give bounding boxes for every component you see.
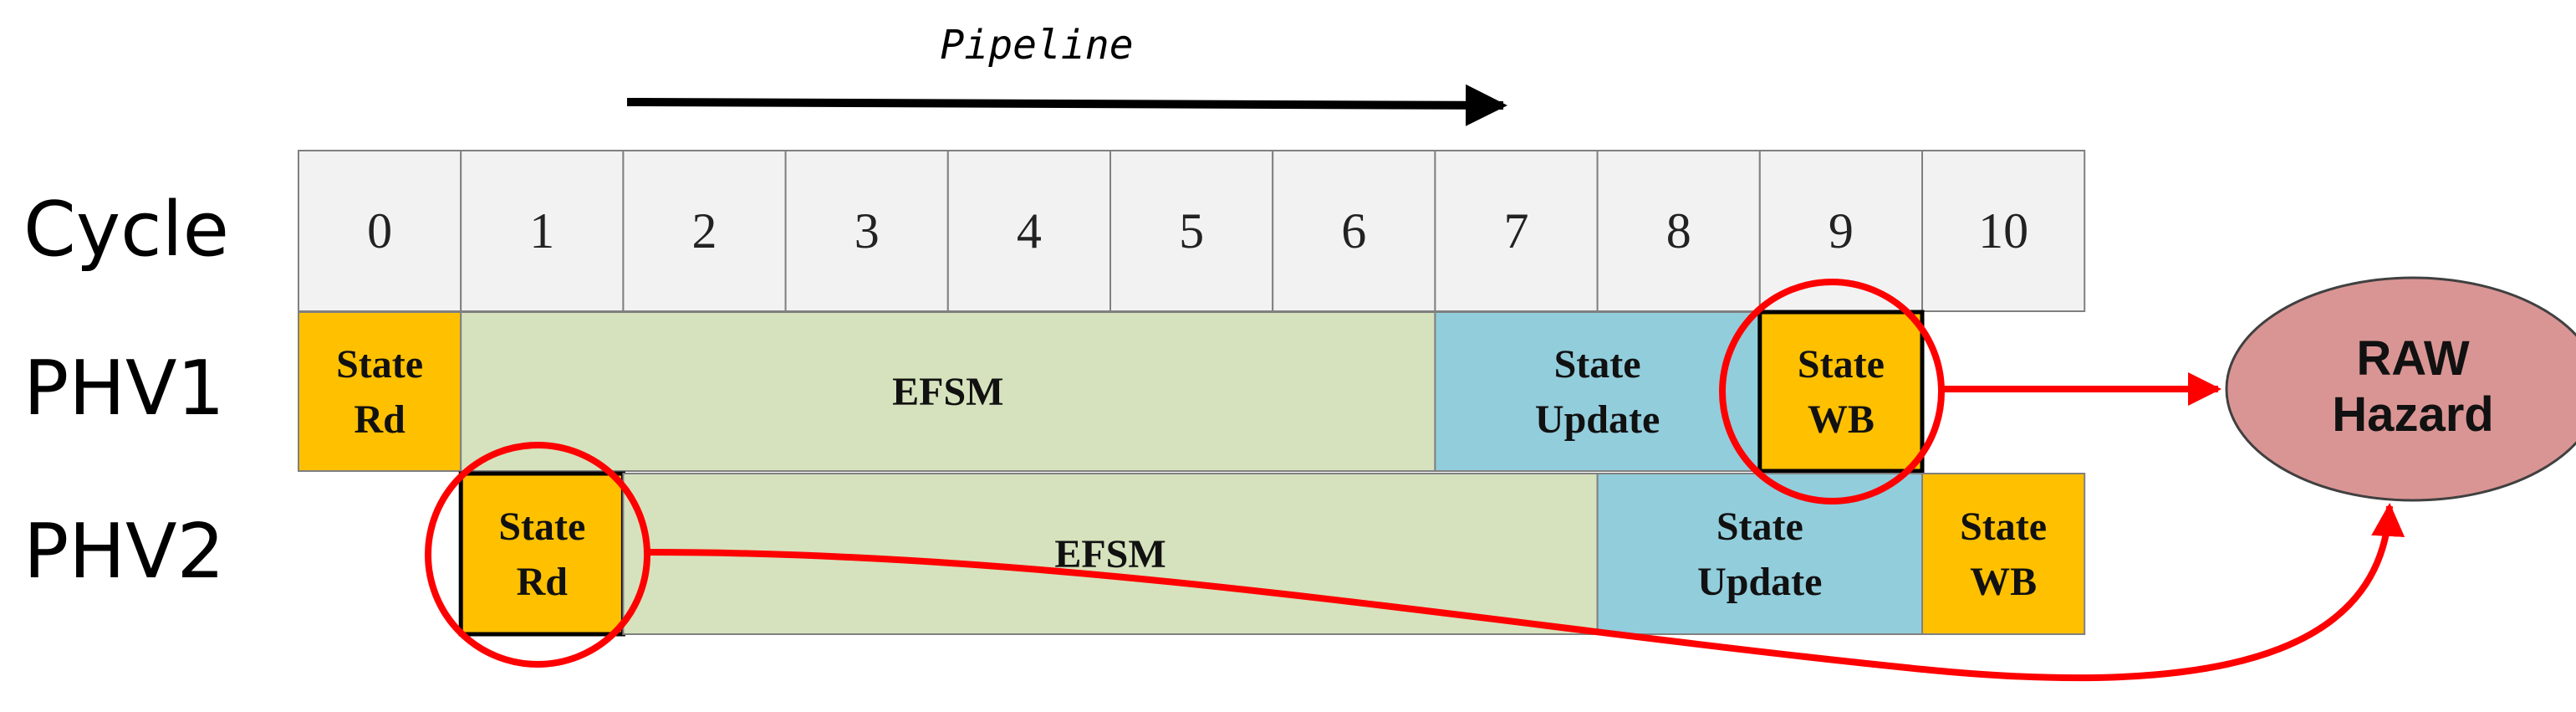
phv1-state-rd-label: Rd (354, 397, 406, 442)
cycle-cell-0 (298, 150, 462, 312)
cycle-cell-2 (622, 150, 787, 312)
phv1-efsm-label: EFSM (892, 370, 1003, 414)
cycle-number: 7 (1504, 203, 1529, 259)
cycle-cell-3 (784, 150, 949, 312)
row-label-phv1: PHV1 (23, 345, 225, 433)
cycle-number: 3 (854, 203, 880, 259)
phv2-state-update-label: State (1716, 505, 1803, 549)
phv2-state-rd-label: State (498, 505, 585, 549)
cycle-number: 1 (529, 203, 554, 259)
phv1-state-wb-block (1757, 310, 1925, 474)
pipeline-title: Pipeline (940, 22, 1133, 69)
phv2-state-wb-label: State (1960, 505, 2047, 549)
cycle-row: 0 1 2 3 4 5 6 7 8 9 10 (298, 150, 2086, 312)
phv2-state-wb-label: WB (1970, 560, 2037, 604)
cycle-number: 0 (367, 203, 392, 259)
cycle-number: 2 (692, 203, 717, 259)
row-label-phv2: PHV2 (23, 508, 225, 596)
phv1-state-wb-label: State (1798, 342, 1885, 387)
raw-hazard-label-line2: Hazard (2332, 387, 2493, 442)
cycle-cell-1 (460, 150, 625, 312)
phv2-state-update-label: Update (1697, 560, 1822, 604)
cycle-cell-5 (1109, 150, 1274, 312)
phv2-state-rd-label: Rd (517, 560, 569, 604)
cycle-number: 6 (1341, 203, 1366, 259)
cycle-number: 10 (1978, 203, 2028, 259)
phv1-efsm-block (460, 311, 1436, 472)
phv1-state-wb-label: WB (1808, 397, 1875, 442)
phv2-rd-highlight-circle (425, 442, 650, 668)
phv2-state-update-block (1596, 473, 1923, 635)
rd-to-hazard-curve-arrow (647, 503, 2405, 682)
cycle-number: 8 (1666, 203, 1691, 259)
phv2-state-wb-block (1921, 473, 2086, 635)
raw-hazard-node: RAW Hazard (2225, 276, 2576, 502)
cycle-number: 5 (1179, 203, 1204, 259)
phv1-state-update-label: State (1554, 342, 1641, 387)
cycle-cell-4 (946, 150, 1112, 312)
raw-hazard-label-line1: RAW (2356, 331, 2470, 386)
phv2-state-rd-block (458, 471, 625, 637)
phv1-state-update-block (1434, 311, 1761, 472)
cycle-cell-7 (1434, 150, 1599, 312)
row-label-cycle: Cycle (23, 186, 229, 274)
phv1-state-rd-block (298, 311, 462, 472)
phv1-state-rd-label: State (336, 342, 423, 387)
cycle-number: 4 (1017, 203, 1042, 259)
pipeline-direction-arrow (626, 84, 1507, 126)
raw-hazard-ellipse (2225, 276, 2576, 502)
phv1-state-update-label: Update (1535, 397, 1660, 442)
phv2-efsm-label: EFSM (1054, 532, 1166, 576)
cycle-number: 9 (1829, 203, 1854, 259)
cycle-cell-10 (1921, 150, 2086, 312)
phv1-wb-highlight-circle (1719, 279, 1945, 505)
